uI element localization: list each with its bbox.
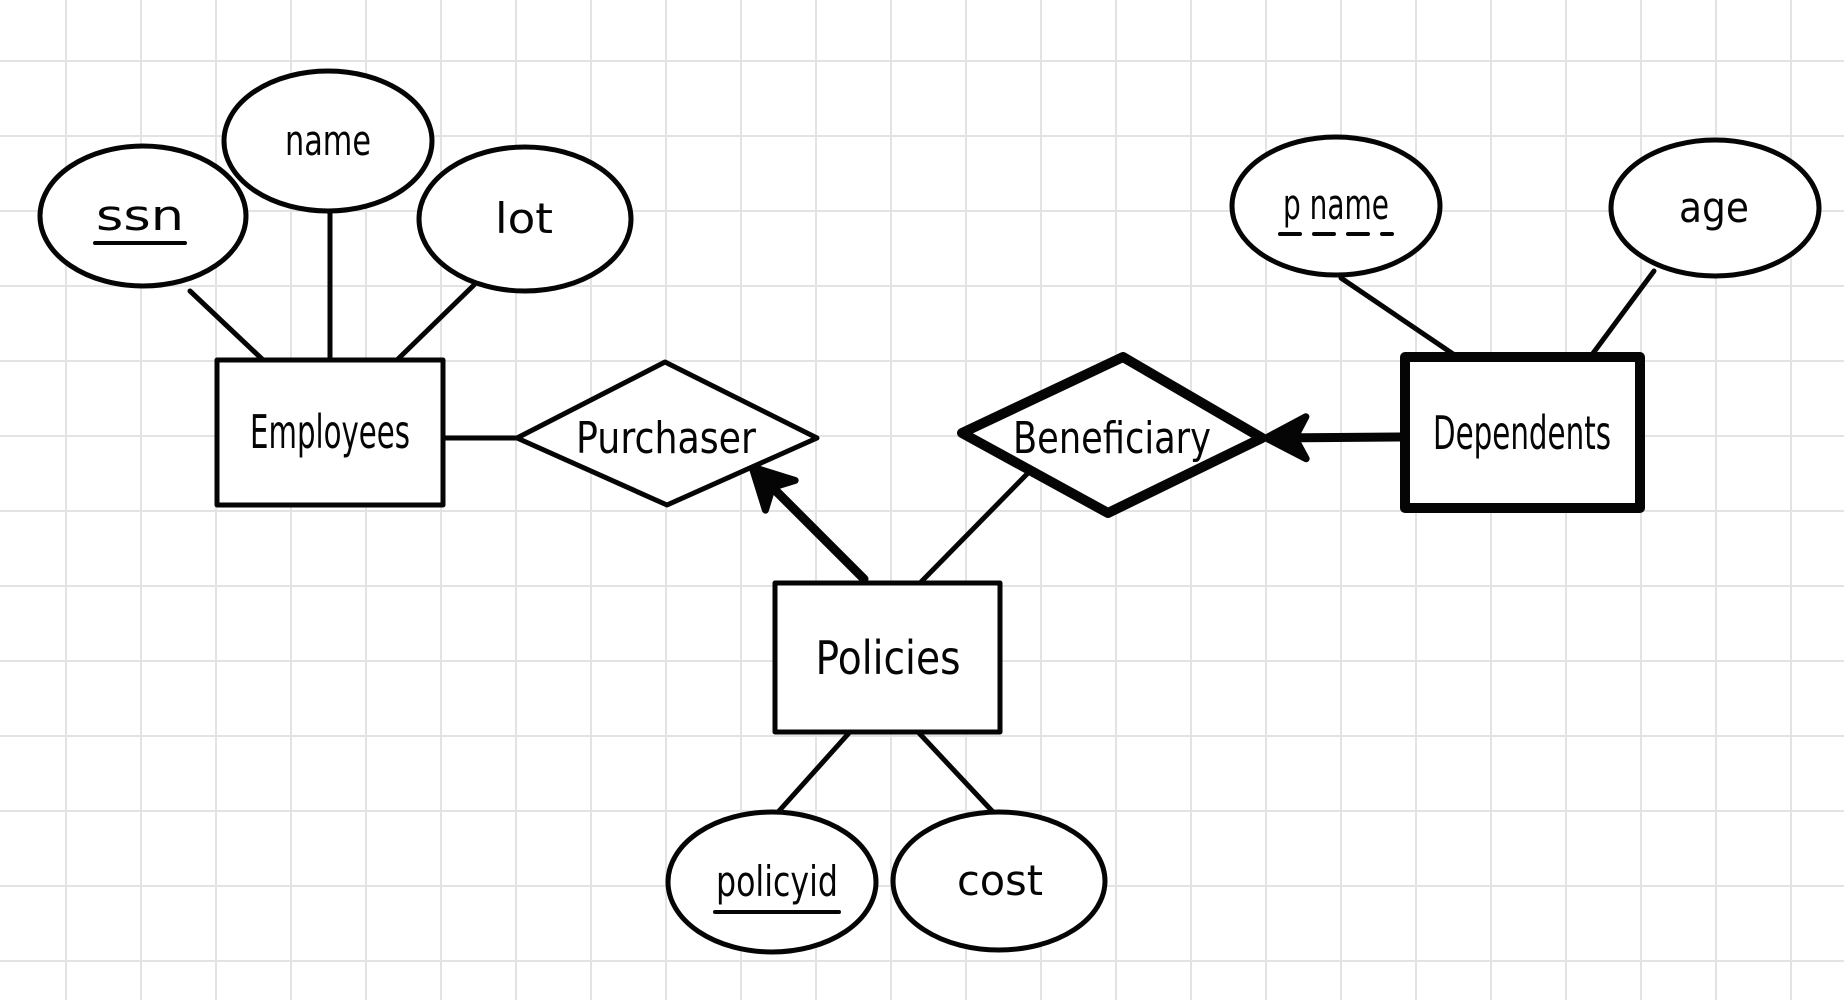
edge-line xyxy=(918,469,1032,585)
connector-policies-policyid[interactable] xyxy=(776,730,852,814)
entity-rectangle xyxy=(214,357,446,508)
connector-age-dependents[interactable] xyxy=(1588,268,1657,359)
connector-policies-beneficiary[interactable] xyxy=(918,469,1032,585)
node-label: cost xyxy=(957,856,1043,905)
edge-line xyxy=(763,478,869,584)
entity-rectangle xyxy=(772,580,1003,735)
connector-lot-employees[interactable] xyxy=(395,282,477,362)
node-label: ssn xyxy=(96,191,184,240)
attribute-lot[interactable]: lot xyxy=(416,144,634,294)
relationship-diamond xyxy=(514,359,820,508)
node-label: Employees xyxy=(250,405,410,459)
arrow-dependents-beneficiary[interactable] xyxy=(1262,413,1409,463)
arrow-policies-purchaser[interactable] xyxy=(748,463,869,584)
node-label: p name xyxy=(1283,180,1389,229)
edge-line xyxy=(916,730,996,815)
node-label: Beneficiary xyxy=(1013,413,1211,464)
entity-rectangle xyxy=(1400,352,1645,513)
connector-ssn-employees[interactable] xyxy=(187,288,265,362)
arrowhead xyxy=(748,463,799,514)
relationship-beneficiary[interactable]: Beneficiary xyxy=(957,352,1267,518)
edge-line xyxy=(1338,275,1459,359)
attribute-age[interactable]: age xyxy=(1608,137,1822,279)
attribute-cost[interactable]: cost xyxy=(890,809,1108,953)
connector-policies-cost[interactable] xyxy=(916,730,996,815)
attribute-ellipse xyxy=(37,143,249,289)
node-label: lot xyxy=(495,194,553,243)
edge-line xyxy=(1283,432,1409,443)
node-label: age xyxy=(1679,183,1749,232)
edge-line xyxy=(395,282,477,362)
node-label: name xyxy=(285,116,371,165)
relationship-diamond xyxy=(957,352,1267,518)
attribute-ssn[interactable]: ssn xyxy=(37,143,249,289)
attribute-pname[interactable]: p name xyxy=(1229,134,1443,278)
node-label: Dependents xyxy=(1433,406,1611,460)
connector-pname-dependents[interactable] xyxy=(1338,275,1459,359)
edge-line xyxy=(1588,268,1657,359)
attribute-policyid[interactable]: policyid xyxy=(665,809,879,955)
arrowhead xyxy=(1262,413,1310,463)
edge-line xyxy=(776,730,852,814)
entity-employees[interactable]: Employees xyxy=(214,357,446,508)
entity-dependents[interactable]: Dependents xyxy=(1400,352,1645,513)
attribute-ellipse xyxy=(890,809,1108,953)
attribute-ellipse xyxy=(1229,134,1443,278)
attribute-ellipse xyxy=(416,144,634,294)
node-label: policyid xyxy=(716,857,838,906)
relationship-purchaser[interactable]: Purchaser xyxy=(514,359,820,508)
attribute-ellipse xyxy=(221,68,435,214)
node-label: Purchaser xyxy=(576,413,757,464)
edge-line xyxy=(187,288,265,362)
attribute-name[interactable]: name xyxy=(221,68,435,214)
node-label: Policies xyxy=(816,631,961,685)
entity-policies[interactable]: Policies xyxy=(772,580,1003,735)
attribute-ellipse xyxy=(1608,137,1822,279)
attribute-ellipse xyxy=(665,809,879,955)
